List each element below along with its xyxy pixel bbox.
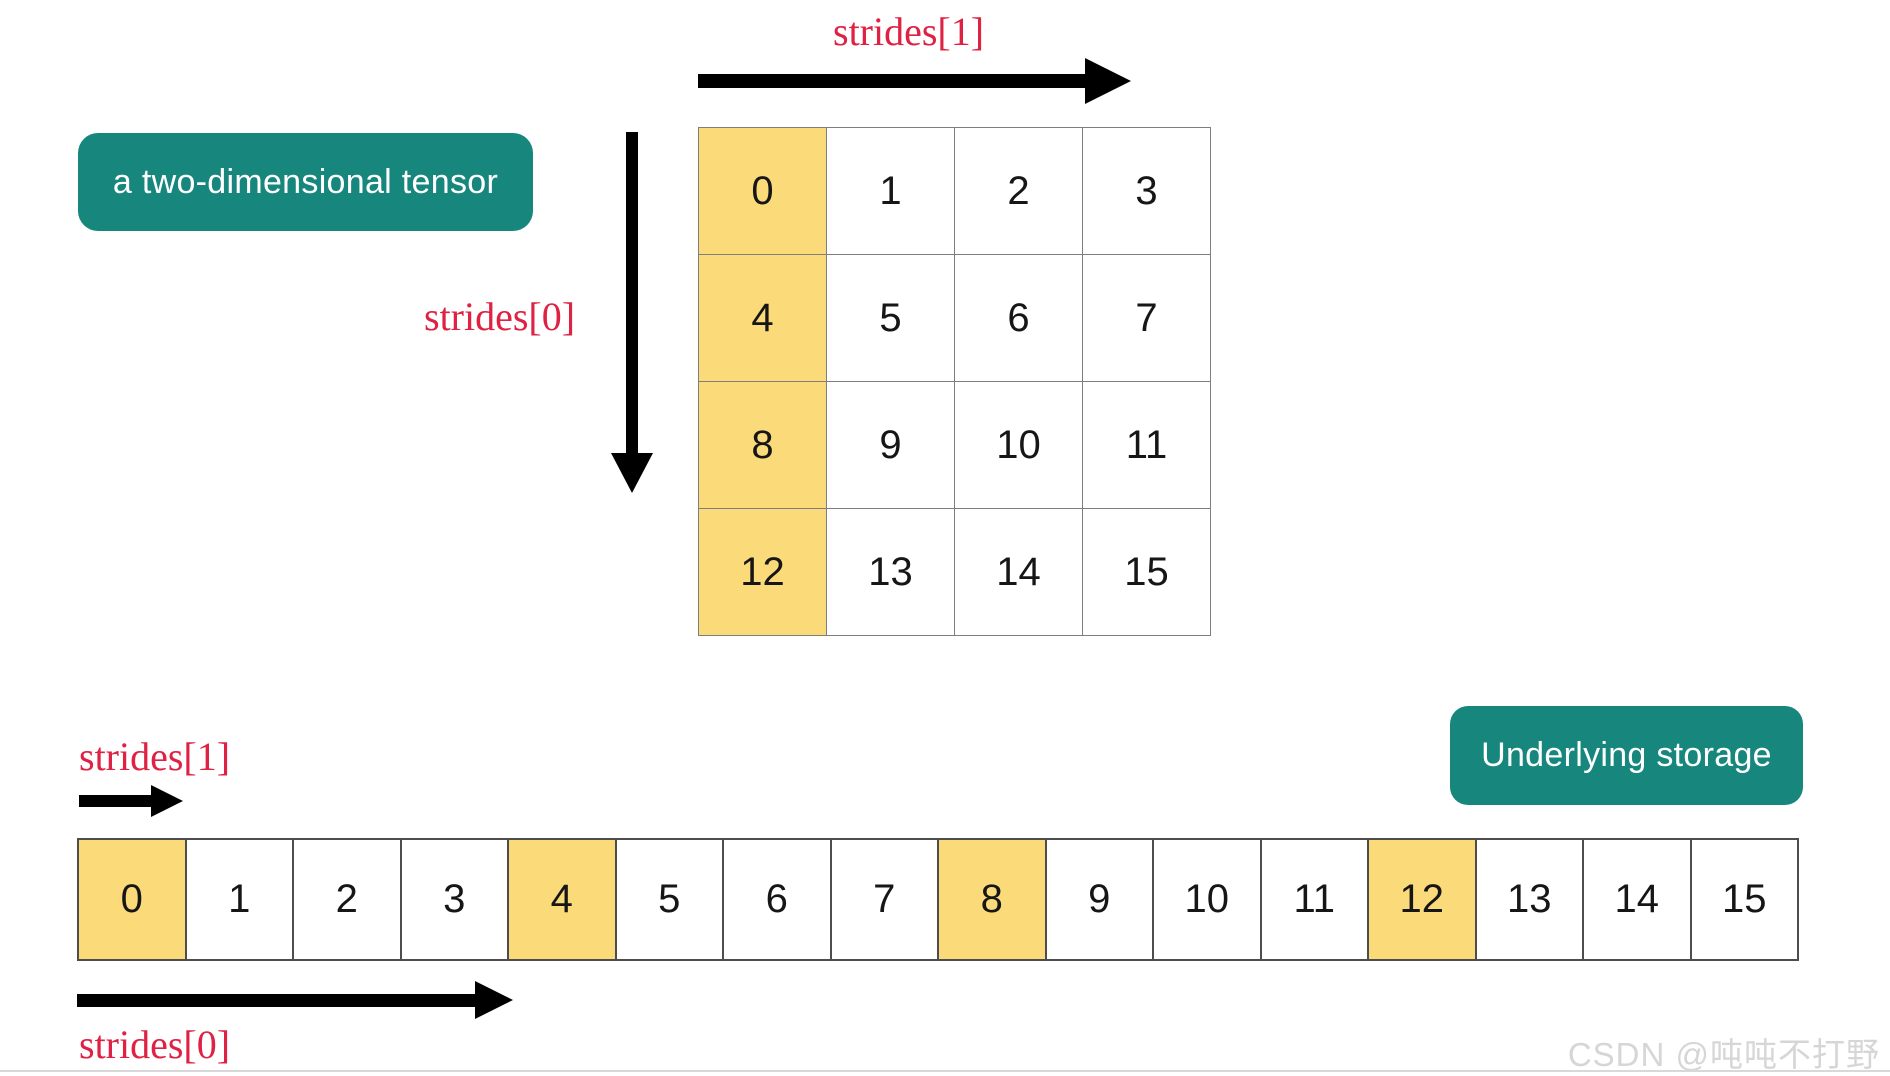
storage-cell: 12 xyxy=(1367,838,1477,961)
watermark: CSDN @吨吨不打野 xyxy=(1567,1036,1880,1073)
strides0-arrow-bottom-icon xyxy=(77,981,513,1019)
storage-cell: 6 xyxy=(722,838,832,961)
tensor-grid-cell: 10 xyxy=(954,381,1083,509)
strides0-label-top: strides[0] xyxy=(424,294,576,339)
strides1-arrow-top-icon xyxy=(698,58,1131,104)
tensor-grid-cell: 3 xyxy=(1082,127,1211,255)
arrow-shaft xyxy=(79,795,151,807)
arrow-head xyxy=(1085,58,1131,104)
tensor-grid-cell: 1 xyxy=(826,127,955,255)
arrow-head xyxy=(611,453,653,493)
tensor-grid-cell: 13 xyxy=(826,508,955,636)
arrow-head xyxy=(475,981,513,1019)
storage-cell: 10 xyxy=(1152,838,1262,961)
tensor-grid-cell: 8 xyxy=(698,381,827,509)
storage-cell: 3 xyxy=(399,838,509,961)
storage-cell: 11 xyxy=(1259,838,1369,961)
strides1-arrow-bottom-icon xyxy=(79,785,183,817)
arrow-shaft xyxy=(77,993,475,1007)
storage-cell: 1 xyxy=(184,838,294,961)
strides1-label-top: strides[1] xyxy=(833,9,985,54)
tensor-grid-cell: 2 xyxy=(954,127,1083,255)
storage-cell: 14 xyxy=(1582,838,1692,961)
tensor-grid-cell: 15 xyxy=(1082,508,1211,636)
arrow-shaft xyxy=(698,74,1085,88)
arrow-head xyxy=(151,785,183,817)
storage-cell: 2 xyxy=(292,838,402,961)
storage-cell: 15 xyxy=(1689,838,1799,961)
tensor-badge: a two-dimensional tensor xyxy=(78,133,533,231)
tensor-grid-cell: 14 xyxy=(954,508,1083,636)
tensor-grid-cell: 7 xyxy=(1082,254,1211,382)
tensor-grid-cell: 4 xyxy=(698,254,827,382)
storage-badge: Underlying storage xyxy=(1450,706,1803,805)
tensor-grid-cell: 12 xyxy=(698,508,827,636)
tensor-grid-cell: 6 xyxy=(954,254,1083,382)
tensor-grid-cell: 11 xyxy=(1082,381,1211,509)
strides0-label-bottom: strides[0] xyxy=(79,1022,231,1067)
tensor-grid-cell: 9 xyxy=(826,381,955,509)
storage-cell: 5 xyxy=(614,838,724,961)
storage-cell: 9 xyxy=(1044,838,1154,961)
arrow-shaft xyxy=(626,132,638,453)
tensor-grid-cell: 0 xyxy=(698,127,827,255)
strides0-arrow-down-icon xyxy=(611,132,653,493)
tensor-grid-cell: 5 xyxy=(826,254,955,382)
storage-cell: 8 xyxy=(937,838,1047,961)
strides1-label-bottom: strides[1] xyxy=(79,734,231,779)
storage-cell: 7 xyxy=(829,838,939,961)
storage-cell: 13 xyxy=(1474,838,1584,961)
storage-cell: 4 xyxy=(507,838,617,961)
storage-cell: 0 xyxy=(77,838,187,961)
bottom-divider xyxy=(0,1070,1890,1072)
